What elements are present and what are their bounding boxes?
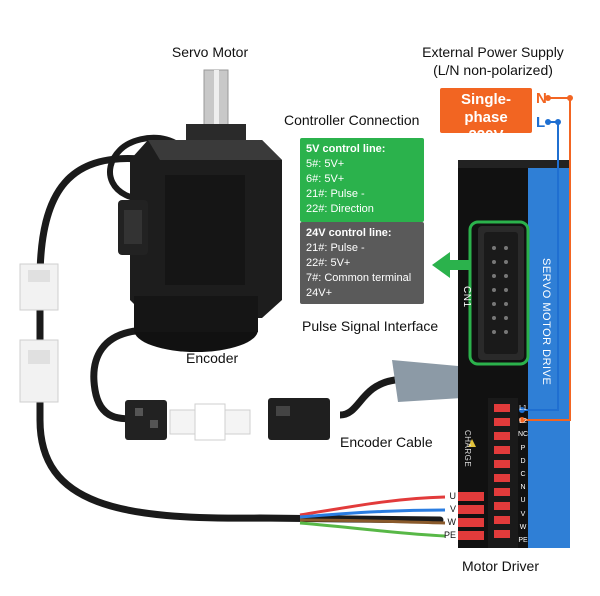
cn1-arrow: [432, 252, 470, 278]
pulse-signal-interface-label: Pulse Signal Interface: [302, 318, 439, 334]
control-5v-line: 6#: 5V+: [306, 173, 345, 185]
encoder-connector-right: [268, 398, 330, 440]
wire-label-pe: PE: [443, 530, 456, 540]
motor-driver: [458, 160, 570, 548]
motor-power-cable: [36, 155, 444, 524]
encoder-connector-left: [125, 400, 167, 440]
terminal-label: D: [520, 457, 526, 465]
motor-phase-wires: [299, 492, 484, 540]
control-5v-line: 5#: 5V+: [306, 158, 345, 170]
power-wires: [519, 95, 573, 423]
non-polarized-label: (L/N non-polarized): [433, 62, 553, 78]
encoder-cable-right: [339, 376, 396, 419]
control-24v-line: 7#: Common terminal: [306, 272, 412, 284]
control-5v-line: 22#: Direction: [306, 203, 374, 215]
terminal-label: NC: [517, 431, 529, 439]
single-phase-badge: Single-phase 220V: [440, 88, 532, 144]
phase-l-label: L: [536, 114, 546, 131]
terminal-label: V: [520, 510, 526, 518]
encoder-connector-middle: [169, 403, 251, 441]
single-phase-line1: Single-phase: [460, 91, 511, 126]
terminal-label: L1: [519, 405, 527, 412]
driver-cn1-text: CN1: [461, 286, 472, 308]
wire-label-u: U: [449, 491, 457, 501]
terminal-label: P: [520, 444, 526, 452]
phase-n-label: N: [536, 90, 547, 107]
driver-brand-text: SERVO MOTOR DRIVE: [540, 258, 552, 386]
control-24v-line: 24V+: [306, 287, 332, 299]
control-5v-line: 21#: Pulse -: [306, 188, 365, 200]
servo-motor-label: Servo Motor: [171, 44, 249, 60]
servo-motor: [118, 69, 282, 352]
control-24v-line: 21#: Pulse -: [306, 242, 365, 254]
control-5v-box: 5V control line: 5#: 5V+ 6#: 5V+ 21#: Pu…: [300, 138, 424, 222]
encoder-cable-label: Encoder Cable: [340, 434, 433, 450]
left-white-connector-top: [19, 263, 59, 311]
cn1-highlight: [468, 220, 530, 366]
encoder-cable-lower: [90, 326, 151, 423]
driver-charge-text: CHARGE: [463, 430, 472, 468]
terminal-label: N: [520, 484, 526, 492]
wire-labels: U V W PE: [440, 490, 456, 542]
wire-label-v: V: [449, 504, 456, 514]
control-24v-line: 22#: 5V+: [306, 257, 351, 269]
external-power-supply-label: External Power Supply: [422, 44, 564, 60]
terminal-block: [494, 404, 510, 538]
terminal-label: C: [520, 471, 526, 479]
driver-terminal-labels: L1 L2 NC P D C N U V W PE: [516, 402, 530, 547]
control-24v-title: 24V control line:: [306, 227, 392, 239]
controller-connection-label: Controller Connection: [284, 112, 420, 128]
encoder-label: Encoder: [186, 350, 239, 366]
wire-label-w: W: [447, 517, 457, 527]
single-phase-line2: 220V: [468, 127, 504, 144]
terminal-label: L2: [519, 418, 527, 426]
motor-driver-label: Motor Driver: [462, 558, 540, 574]
left-white-connector-bottom: [19, 339, 59, 403]
terminal-label: U: [520, 497, 526, 505]
terminal-label: W: [519, 523, 527, 531]
control-5v-title: 5V control line:: [306, 143, 386, 155]
control-24v-box: 24V control line: 21#: Pulse - 22#: 5V+ …: [300, 222, 424, 304]
terminal-label: PE: [518, 537, 528, 545]
